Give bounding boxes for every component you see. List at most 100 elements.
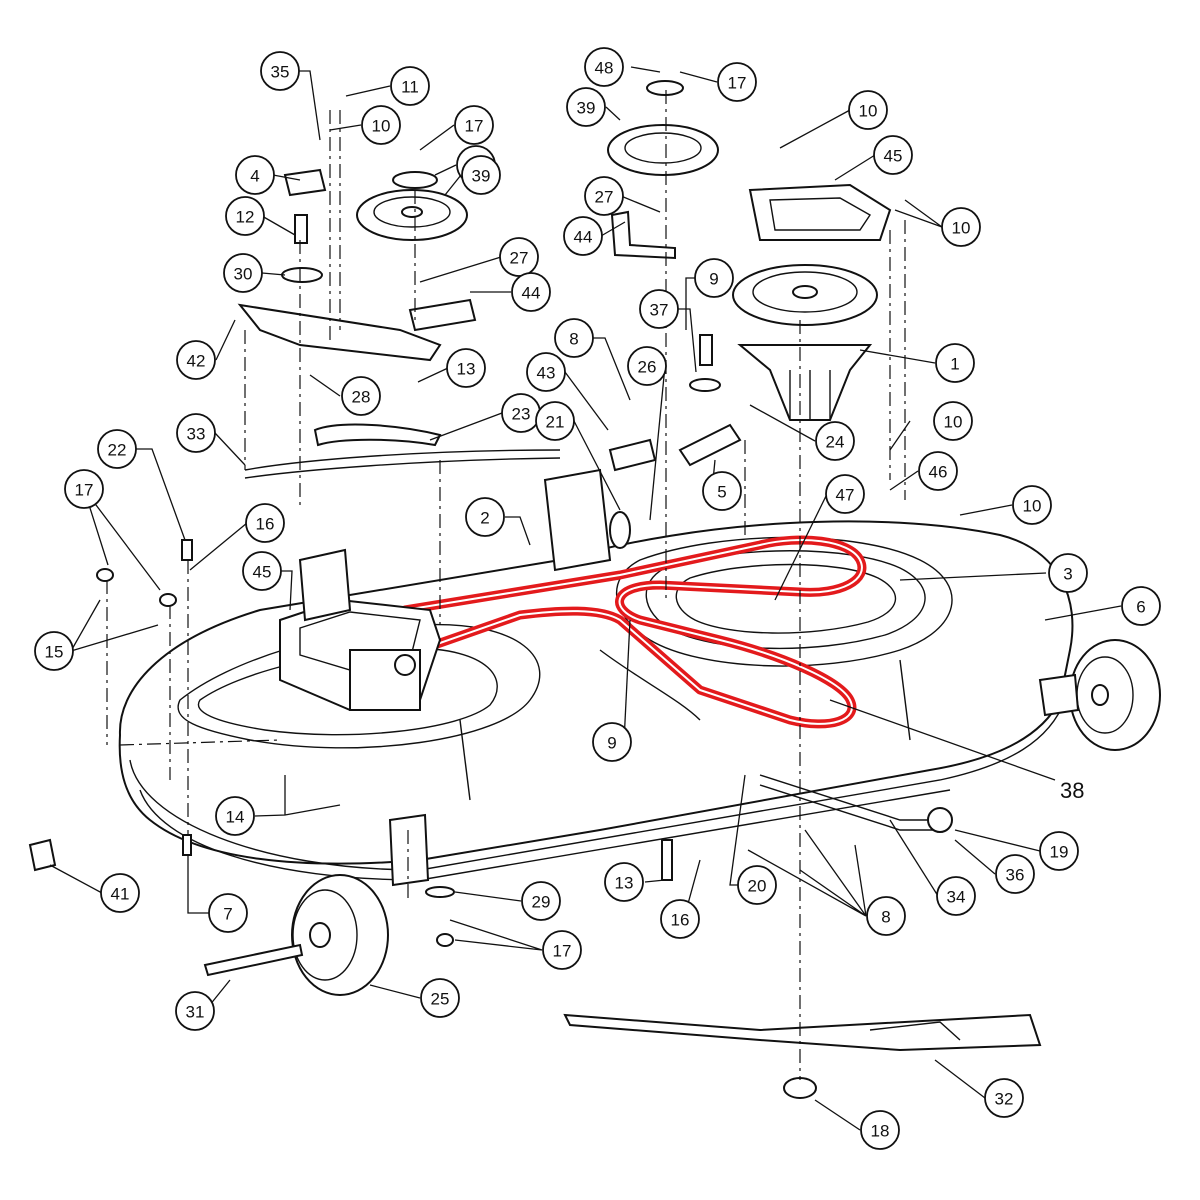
callout-c48b: 48	[584, 47, 624, 87]
callout-number: 24	[826, 433, 845, 452]
callout-circle	[100, 873, 140, 913]
callout-circle	[208, 893, 248, 933]
lower-hardware	[28, 539, 953, 947]
right-idler-assembly	[607, 80, 719, 260]
callout-number: 16	[671, 911, 690, 930]
callout-c6: 6	[1121, 586, 1161, 626]
callout-c45a: 45	[242, 551, 282, 591]
callout-number: 10	[944, 413, 963, 432]
callout-circle	[511, 272, 551, 312]
callout-circle	[461, 155, 501, 195]
callout-number: 45	[884, 147, 903, 166]
callout-c10b: 10	[848, 90, 888, 130]
callout-c13a: 13	[446, 348, 486, 388]
callout-circle	[176, 340, 216, 380]
callout-number: 15	[45, 643, 64, 662]
callout-circle	[825, 474, 865, 514]
callout-c45b: 45	[873, 135, 913, 175]
callout-c41: 41	[100, 873, 140, 913]
callout-c30: 30	[223, 253, 263, 293]
callout-c5: 5	[702, 471, 742, 511]
callout-bubbles: 3511104174839123027444213282333221716451…	[34, 47, 1161, 1150]
callout-c19: 19	[1039, 831, 1079, 871]
callout-c15: 15	[34, 631, 74, 671]
callout-c17d: 17	[542, 930, 582, 970]
callout-c44b: 44	[563, 216, 603, 256]
callout-circle	[860, 1110, 900, 1150]
callout-c10d: 10	[933, 401, 973, 441]
callout-circle	[175, 991, 215, 1031]
callout-c20: 20	[737, 865, 777, 905]
callout-c32: 32	[984, 1078, 1024, 1118]
callout-c13b: 13	[604, 862, 644, 902]
callout-c36: 36	[995, 854, 1035, 894]
callout-number: 7	[223, 905, 232, 924]
callout-number: 27	[510, 249, 529, 268]
callout-c43: 43	[526, 352, 566, 392]
callout-circle	[936, 876, 976, 916]
leader-lines	[49, 66, 1122, 1131]
callout-number: 19	[1050, 843, 1069, 862]
callout-circle	[935, 343, 975, 383]
callout-circle	[866, 896, 906, 936]
callout-c42: 42	[176, 340, 216, 380]
callout-circle	[1121, 586, 1161, 626]
callout-circle	[941, 207, 981, 247]
callout-circle	[1012, 485, 1052, 525]
callout-circle	[245, 503, 285, 543]
left-idler-assembly	[237, 168, 561, 479]
callout-number: 13	[457, 360, 476, 379]
callout-number: 48	[595, 59, 614, 78]
callout-number: 25	[431, 990, 450, 1009]
callout-c12: 12	[225, 196, 265, 236]
callout-c2: 2	[465, 497, 505, 537]
callout-number: 42	[187, 352, 206, 371]
callout-c21: 21	[535, 401, 575, 441]
callout-c31: 31	[175, 991, 215, 1031]
callout-circle	[225, 196, 265, 236]
callout-c8a: 8	[554, 318, 594, 358]
callout-c47: 47	[825, 474, 865, 514]
right-spindle-assembly	[732, 183, 892, 421]
callout-number: 31	[186, 1003, 205, 1022]
callout-circle	[604, 862, 644, 902]
callout-circle	[535, 401, 575, 441]
callout-circle	[873, 135, 913, 175]
callout-c39a: 39	[461, 155, 501, 195]
callout-c3: 3	[1048, 553, 1088, 593]
callout-number: 17	[553, 942, 572, 961]
part-label-38: 38	[1060, 778, 1084, 803]
callout-circle	[542, 930, 582, 970]
callout-circle	[694, 258, 734, 298]
callout-circle	[918, 451, 958, 491]
callout-circle	[526, 352, 566, 392]
callout-circle	[223, 253, 263, 293]
callout-number: 29	[532, 893, 551, 912]
callout-c1: 1	[935, 343, 975, 383]
callout-circle	[737, 865, 777, 905]
callout-circle	[584, 47, 624, 87]
callout-c26: 26	[627, 346, 667, 386]
callout-c17b: 17	[64, 469, 104, 509]
callout-c4: 4	[235, 155, 275, 195]
callout-number: 3	[1063, 565, 1072, 584]
callout-number: 1	[950, 355, 959, 374]
callout-c10e: 10	[1012, 485, 1052, 525]
callout-number: 21	[546, 413, 565, 432]
callout-c14: 14	[215, 796, 255, 836]
callout-number: 33	[187, 425, 206, 444]
callout-number: 4	[250, 167, 259, 186]
callout-number: 39	[577, 99, 596, 118]
callout-c16b: 16	[660, 899, 700, 939]
callout-number: 36	[1006, 866, 1025, 885]
callout-circle	[554, 318, 594, 358]
callout-number: 23	[512, 405, 531, 424]
rear-left-wheel	[203, 874, 389, 996]
callout-c18: 18	[860, 1110, 900, 1150]
callout-number: 2	[480, 509, 489, 528]
callout-c7: 7	[208, 893, 248, 933]
callout-number: 47	[836, 486, 855, 505]
callout-circle	[446, 348, 486, 388]
front-right-wheel	[1038, 639, 1161, 751]
